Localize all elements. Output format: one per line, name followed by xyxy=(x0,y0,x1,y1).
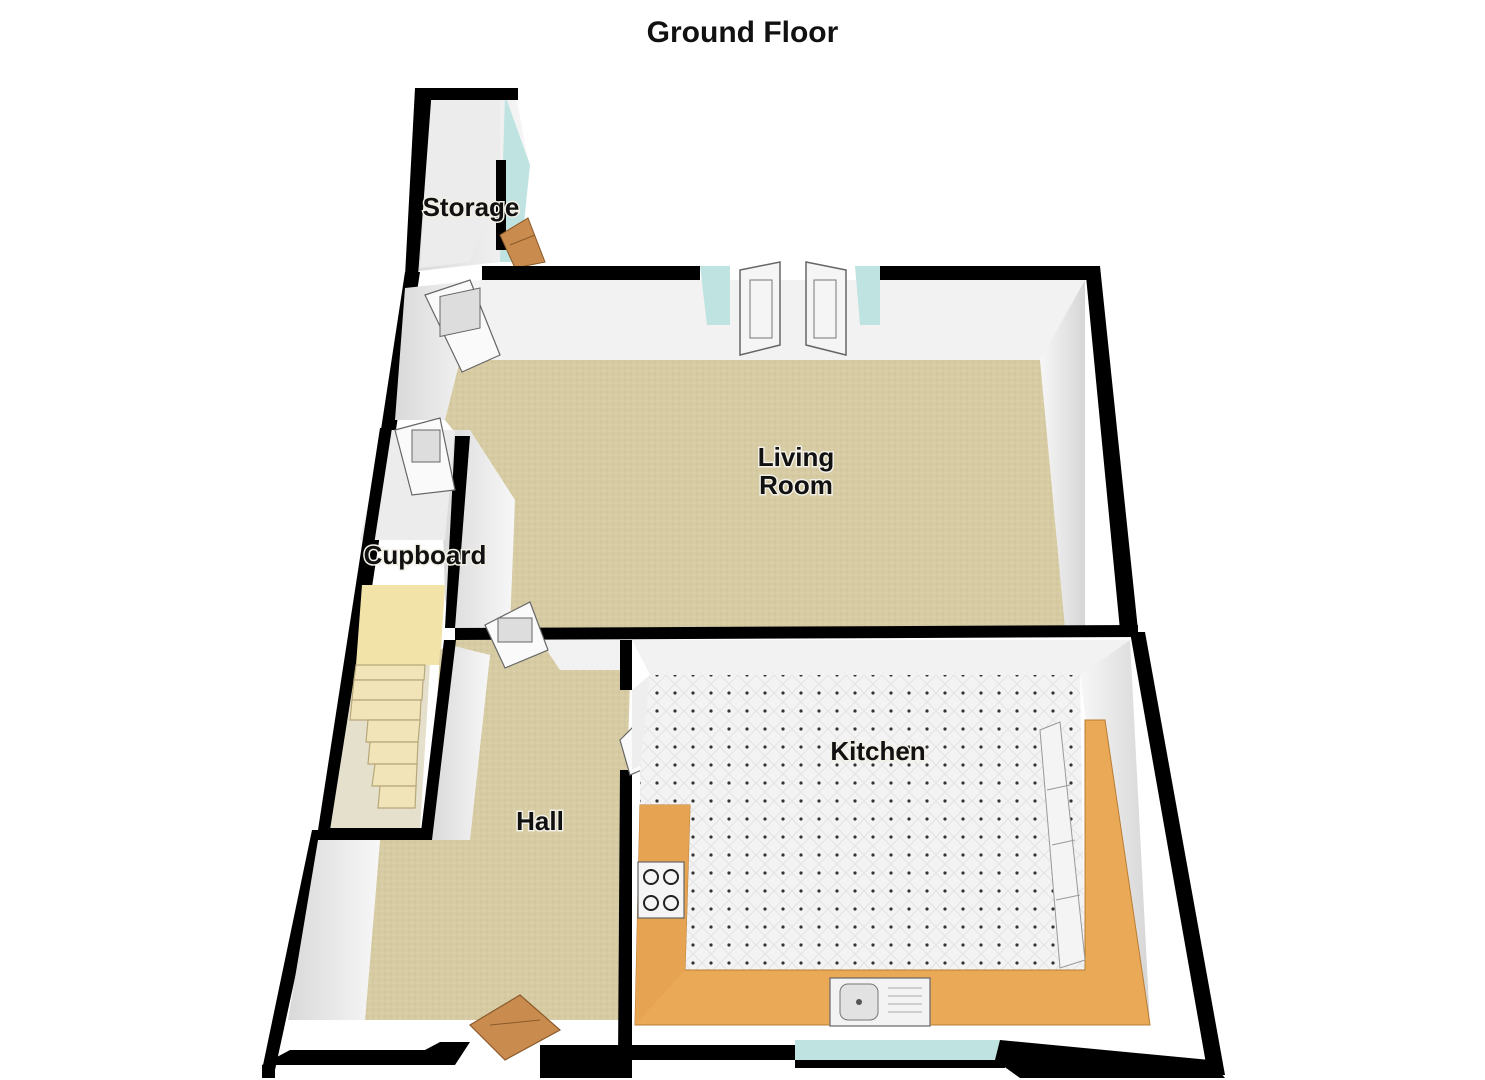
storage-window xyxy=(500,95,530,262)
kitchen-hob xyxy=(637,861,685,919)
floor-title: Ground Floor xyxy=(646,16,839,49)
hall-label: Hall xyxy=(516,806,564,836)
cupboard-door xyxy=(394,417,456,496)
kitchen-window xyxy=(795,1040,1020,1060)
kitchen-label: Kitchen xyxy=(830,736,925,766)
kitchen-room: Kitchen xyxy=(618,632,1225,1078)
cupboard-room: Cupboard xyxy=(318,417,488,840)
storage-room xyxy=(405,88,546,276)
hall-door-top xyxy=(484,601,549,669)
living-door-topleft xyxy=(424,279,501,373)
living-window-left xyxy=(700,266,730,325)
kitchen-cabinets-right xyxy=(1039,721,1086,969)
stairs xyxy=(330,585,445,830)
kitchen-sink xyxy=(829,977,931,1027)
living-room-label-line1: Living xyxy=(758,442,835,472)
storage-label: Storage xyxy=(423,192,520,222)
hall-room: Hall xyxy=(262,601,666,1078)
living-room-label-line2: Room xyxy=(759,470,833,500)
storage-door xyxy=(499,217,546,269)
cupboard-label: Cupboard xyxy=(364,540,487,570)
living-window-right xyxy=(855,266,880,325)
front-door xyxy=(469,994,562,1061)
living-french-doors xyxy=(739,261,847,356)
living-room: Living Room xyxy=(395,261,1138,640)
